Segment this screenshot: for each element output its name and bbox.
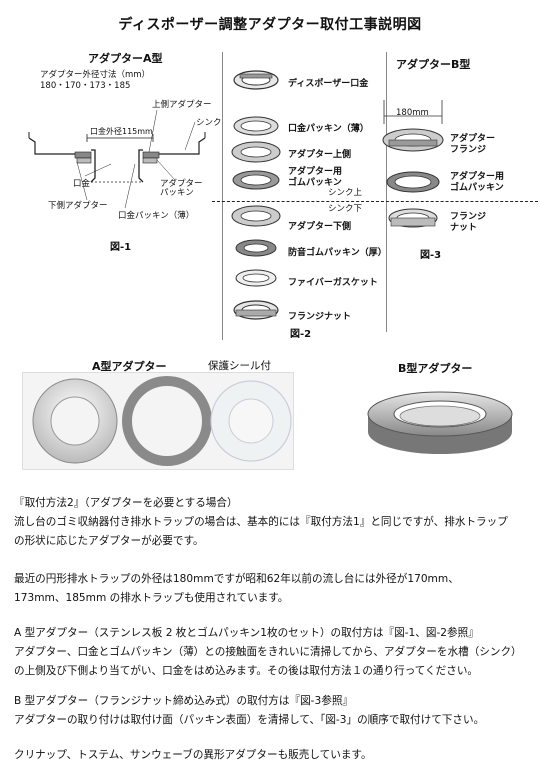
fig2-caption: 図-2 [290, 329, 312, 340]
fig2-item-mouthpiece: ディスポーザー口金 [288, 79, 369, 89]
photo-a [22, 372, 294, 470]
fig2-divider-left [222, 52, 231, 340]
para-a-type-line: アダプター、口金とゴムパッキン（薄）との接触面をきれいに清掃してから、アダプター… [14, 646, 522, 658]
fig2-item-rubber-packing: アダプター用 ゴムパッキン [288, 167, 343, 188]
fig1-cross-section [28, 109, 206, 209]
para-other-adapters: クリナップ、トステム、サンウェーブの異形アダプターも販売しています。 [14, 746, 534, 765]
fig1-mouthpiece-label: 口金 [73, 179, 91, 189]
fig2-sink-lower-label: シンク下 [328, 204, 363, 214]
fig3-rubber-label: アダプター用 ゴムパッキン [450, 172, 505, 193]
fig1-adapter-packing-label: アダプター パッキン [160, 179, 203, 198]
fig1-heading: アダプターA型 [88, 52, 163, 65]
fig2-sink-upper-label: シンク上 [328, 188, 363, 198]
para-trap-line: 最近の円形排水トラップの外径は180mmですが昭和62年以前の流し台には外径が1… [14, 573, 459, 585]
para-method2-line: 流し台のゴミ収納器付き排水トラップの場合は、基本的には『取付方法1』と同じですが… [14, 516, 508, 528]
photo-a-rings [32, 376, 292, 466]
fig3-rings [382, 100, 444, 228]
fig3-nut-label: フランジ ナット [450, 212, 487, 233]
para-other-line: クリナップ、トステム、サンウェーブの異形アダプターも販売しています。 [14, 749, 372, 761]
fig3-flange-label: アダプター フランジ [450, 134, 496, 155]
fig2-rings [231, 70, 281, 320]
photo-b [360, 374, 520, 464]
photo-b-title: B型アダプター [398, 362, 473, 375]
fig1-inner-dia-label: 口金外径115mm [90, 127, 153, 136]
fig2-item-upper-adapter: アダプター上側 [288, 150, 352, 160]
fig3-dim-label: 180mm [396, 108, 429, 118]
fig1-lower-adapter-label: 下側アダプター [48, 201, 108, 211]
fig1-upper-adapter-label: 上側アダプター [152, 100, 212, 110]
fig1-outer-dim-label: アダプター外径寸法（mm） [40, 70, 151, 80]
para-a-type: A 型アダプター（ステンレス板 2 枚とゴムパッキン1枚のセット）の取付方は『図… [14, 624, 534, 681]
fig1-outer-dims: 180・170・173・185 [40, 81, 131, 91]
photo-a-seal-label: 保護シール付 [208, 360, 271, 372]
fig2-item-fiber-gasket: ファイバーガスケット [288, 278, 378, 288]
para-method2-line: の形状に応じたアダプターが必要です。 [14, 535, 204, 547]
fig2-divider-right [386, 52, 388, 332]
para-method2-line: 『取付方法2』（アダプターを必要とする場合） [14, 497, 238, 509]
fig2-item-lower-adapter: アダプター下側 [288, 222, 352, 232]
para-b-type: B 型アダプター（フランジナット締め込み式）の取付方は『図-3参照』 アダプター… [14, 692, 534, 730]
fig2-item-thick-rubber: 防音ゴムパッキン（厚） [288, 248, 387, 258]
para-method2: 『取付方法2』（アダプターを必要とする場合） 流し台のゴミ収納器付き排水トラップ… [14, 494, 534, 551]
para-trap-line: 173mm、185mm の排水トラップも使用されています。 [14, 592, 289, 604]
photo-a-title: A型アダプター [92, 360, 167, 373]
para-a-type-line: の上側及び下側より当てがい、口金をはめ込みます。その後は取付方法１の通り行ってく… [14, 665, 479, 677]
fig2-item-flange-nut: フランジナット [288, 312, 352, 322]
para-b-type-line: アダプターの取り付けは取付け面（パッキン表面）を清掃して、「図-3」の順序で取付… [14, 714, 485, 726]
para-a-type-line: A 型アダプター（ステンレス板 2 枚とゴムパッキン1枚のセット）の取付方は『図… [14, 627, 479, 639]
fig1-caption: 図-1 [110, 242, 132, 253]
para-b-type-line: B 型アダプター（フランジナット締め込み式）の取付方は『図-3参照』 [14, 695, 354, 707]
fig2-item-thin-packing: 口金パッキン（薄） [288, 124, 369, 134]
fig1-mouth-packing-label: 口金パッキン（薄） [118, 211, 195, 221]
fig3-heading: アダプターB型 [396, 58, 471, 71]
page-title: ディスポーザー調整アダプター取付工事説明図 [118, 17, 422, 33]
photo-b-flange [367, 391, 513, 454]
fig1-sink-label: シンク [196, 118, 222, 128]
fig2-sink-line [212, 201, 538, 202]
para-trap-diameter: 最近の円形排水トラップの外径は180mmですが昭和62年以前の流し台には外径が1… [14, 570, 534, 608]
fig3-caption: 図-3 [420, 250, 442, 261]
